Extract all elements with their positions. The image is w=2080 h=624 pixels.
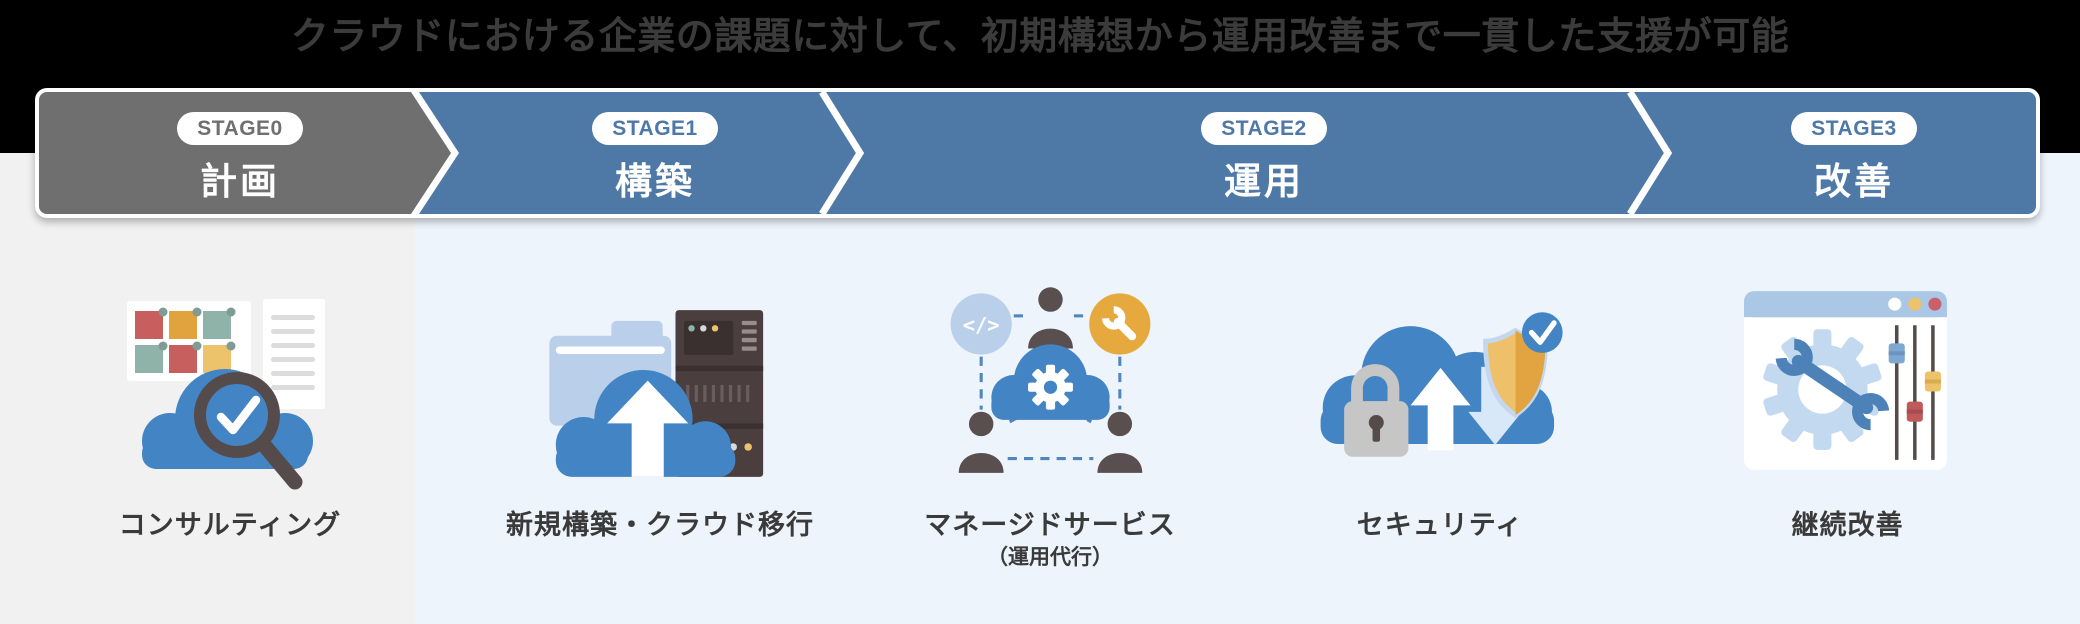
cloud-magnifier-check-icon (127, 299, 325, 490)
cloud-upload-folder-server-icon (549, 310, 764, 477)
upload-arrow-icon (607, 380, 689, 477)
stage-segment-plan: STAGE0 計画 (130, 92, 350, 214)
wrench-circle-icon (1088, 293, 1150, 355)
stage-label: 運用 (1224, 161, 1304, 203)
service-improvement: 継続改善 (1700, 285, 1995, 543)
stage-badge: STAGE2 (1201, 112, 1327, 146)
stage-badge: STAGE3 (1791, 112, 1917, 146)
stage-badge: STAGE1 (592, 112, 718, 146)
stage-segment-build: STAGE1 構築 (545, 92, 765, 214)
service-label: 継続改善 (1791, 510, 1904, 540)
service-build-migration: 新規構築・クラウド移行 (505, 285, 815, 543)
service-label: 新規構築・クラウド移行 (506, 510, 814, 540)
stage-label: 改善 (1814, 161, 1894, 203)
chevron-divider-icon (1627, 92, 1673, 214)
service-label-main: マネージドサービス (924, 510, 1176, 540)
people-cloud-gear-network-icon: </> (950, 287, 1150, 473)
stage-badge: STAGE0 (177, 112, 303, 146)
person-icon (958, 411, 1004, 473)
service-security: セキュリティ (1280, 285, 1600, 543)
stage-label: 計画 (200, 161, 280, 203)
stage-segment-improve: STAGE3 改善 (1744, 92, 1964, 214)
cloud-lock-shield-check-icon (1320, 312, 1563, 457)
stage-banner-shapes (39, 92, 1673, 214)
chevron-divider-icon (819, 92, 865, 214)
stage0-arrow (39, 92, 451, 214)
magnifier-check-icon (194, 372, 303, 490)
sliders-icon (1888, 325, 1941, 460)
stage-segment-operate: STAGE2 運用 (1154, 92, 1374, 214)
person-icon (1027, 287, 1073, 349)
service-managed: </> (895, 285, 1205, 571)
service-consulting: コンサルティング (85, 285, 375, 543)
window-gear-wrench-sliders-icon (1744, 291, 1947, 470)
service-label: セキュリティ (1356, 510, 1524, 540)
document-icon (263, 299, 325, 409)
svg-text:</>: </> (962, 313, 999, 337)
check-badge-icon (1521, 312, 1563, 353)
service-label: マネージドサービス （運用代行） (924, 509, 1175, 571)
stage-banner: STAGE0 計画 STAGE1 構築 STAGE2 運用 STAGE3 改善 (35, 88, 2040, 218)
padlock-icon (1344, 364, 1409, 457)
cloud-gear-icon (990, 344, 1110, 420)
code-circle-icon: </> (950, 293, 1012, 355)
page-title: クラウドにおける企業の課題に対して、初期構想から運用改善まで一貫した支援が可能 (290, 16, 1790, 58)
service-label: コンサルティング (118, 510, 342, 540)
sticky-board-icon (127, 301, 251, 381)
person-icon (1096, 411, 1142, 473)
service-sublabel: （運用代行） (987, 545, 1113, 569)
upload-arrow-icon (1410, 367, 1471, 451)
stage-label: 構築 (615, 161, 695, 203)
